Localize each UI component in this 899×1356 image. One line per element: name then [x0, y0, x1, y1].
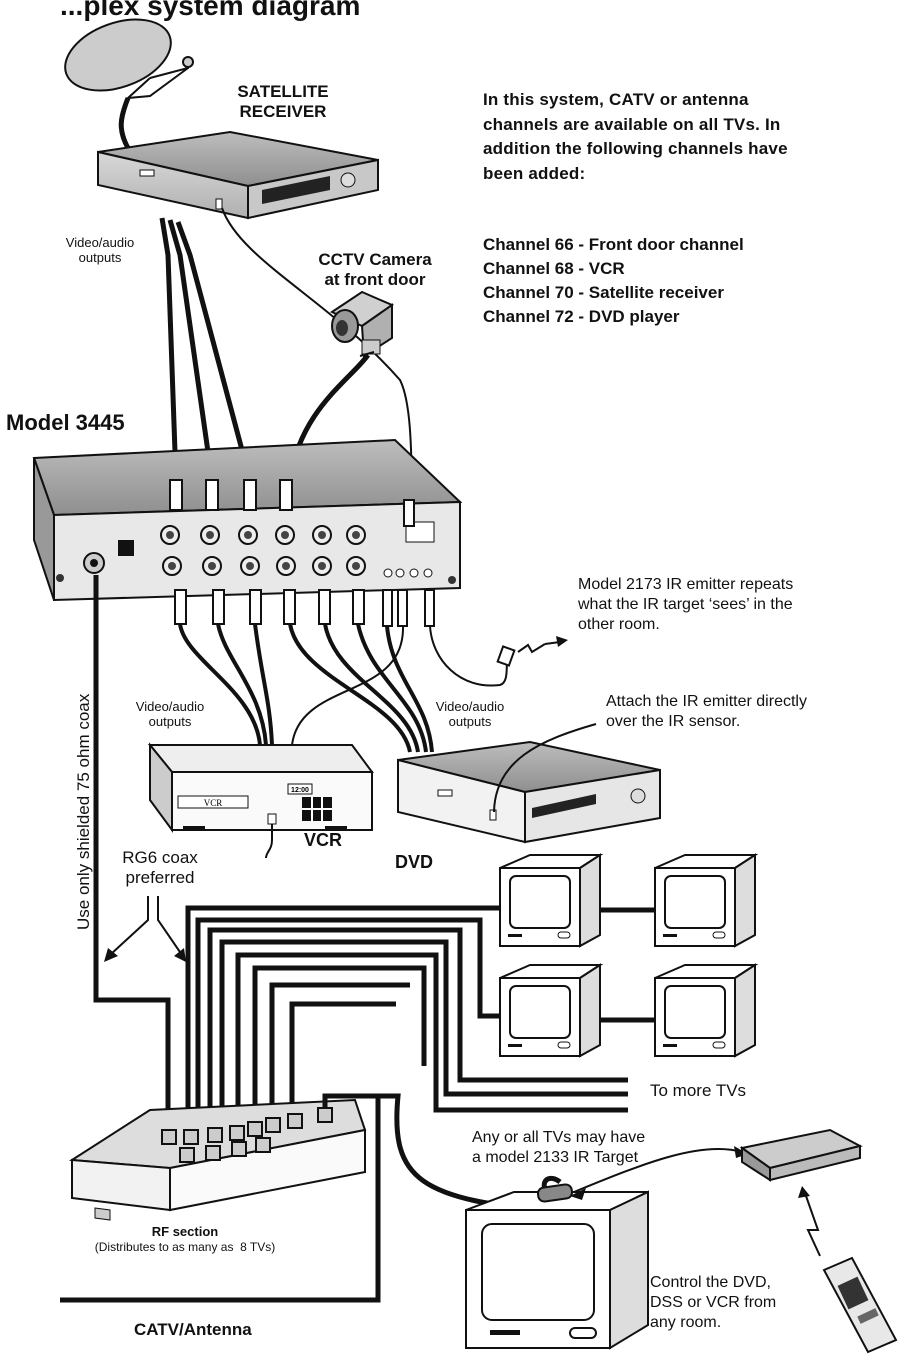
ir-emitter-icon: [496, 636, 568, 667]
cctv-label: CCTV Camera at front door: [318, 250, 432, 289]
vcr-face-text: VCR: [204, 798, 223, 808]
channel-item: Channel 72 - DVD player: [483, 307, 680, 326]
rg6-arrows: [109, 896, 183, 956]
rg6-label: RG6 coax preferred: [122, 848, 198, 887]
satellite-dish-icon: [64, 18, 194, 150]
remote-signal: [805, 1195, 821, 1257]
sat-outputs-label: Video/audio outputs: [65, 235, 135, 265]
ir-target-link: [573, 1148, 743, 1193]
dvd-label: DVD: [395, 852, 434, 872]
tv-icon: [654, 963, 759, 1058]
channel-item: Channel 70 - Satellite receiver: [483, 283, 724, 302]
vcr-label: VCR: [304, 830, 343, 850]
ir-target-icon: [739, 1128, 863, 1182]
tv-icon: [499, 853, 604, 948]
input-plugs: [169, 479, 415, 527]
rf-section-sublabel: (Distributes to as many as 8 TVs): [94, 1240, 276, 1254]
intro-text: In this system, CATV or antenna channels…: [483, 90, 788, 183]
output-plugs: [174, 589, 435, 627]
modulator-coax: [93, 575, 171, 1135]
tv-icon: [499, 963, 604, 1058]
av-output-cables: [178, 623, 434, 753]
rf-section-label: RF section: [151, 1224, 219, 1239]
model-3445-label: Model 3445: [6, 410, 125, 435]
remote-control-icon: [822, 1256, 898, 1354]
vcr-clock: 12:00: [291, 787, 309, 794]
attach-note: Attach the IR emitter directly over the …: [606, 693, 807, 730]
satellite-receiver: [97, 130, 379, 220]
sat-output-cables: [159, 217, 253, 481]
more-tvs-label: To more TVs: [650, 1081, 747, 1100]
ir-target-note: Any or all TVs may have a model 2133 IR …: [472, 1129, 646, 1166]
vcr-unit: [147, 742, 374, 834]
cctv-camera-icon: [329, 290, 395, 358]
coax-vertical-label: Use only shielded 75 ohm coax: [74, 693, 93, 930]
dvd-player: [397, 740, 661, 844]
attach-pointer: [493, 723, 597, 813]
remote-note: Control the DVD, DSS or VCR from any roo…: [650, 1274, 777, 1331]
vcr-outputs-label: Video/audio outputs: [135, 699, 205, 729]
catv-antenna-label: CATV/Antenna: [134, 1320, 252, 1339]
tv-grid: [499, 853, 759, 1058]
ir-emitter-cable: [429, 625, 509, 687]
page-title: ...plex system diagram: [60, 0, 361, 21]
rf-distribution-cables: [185, 905, 628, 1150]
rf-section: [68, 1098, 367, 1221]
tv-with-ir-target: [465, 1175, 649, 1350]
channel-item: Channel 66 - Front door channel: [483, 235, 744, 254]
channel-item: Channel 68 - VCR: [483, 259, 625, 278]
satellite-receiver-label: SATELLITE RECEIVER: [237, 82, 329, 121]
dvd-outputs-label: Video/audio outputs: [435, 699, 505, 729]
sat-ir-cable: [221, 207, 413, 516]
ir-emitter-note: Model 2173 IR emitter repeats what the I…: [578, 576, 794, 633]
model-3445-modulator: [32, 438, 463, 602]
tv-icon: [654, 853, 759, 948]
